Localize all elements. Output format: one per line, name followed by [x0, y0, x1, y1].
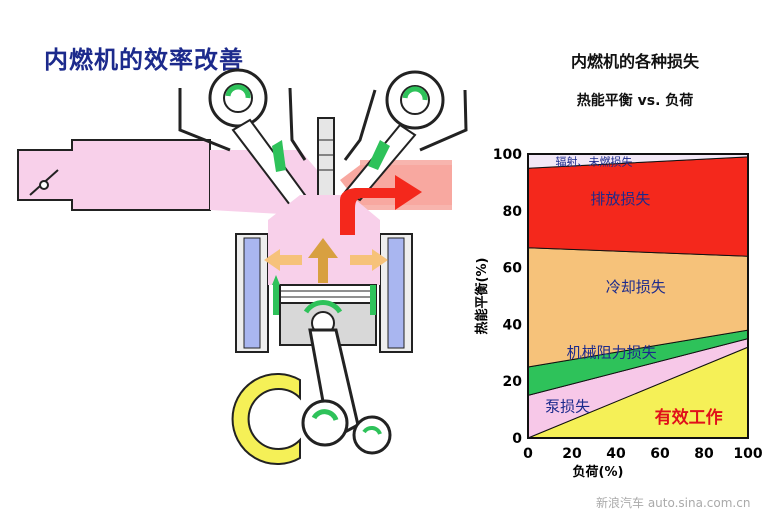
axis-ticks: 0 20 40 60 80 100 0 20 40 60 80 100	[493, 147, 763, 462]
x-tick-1: 20	[562, 446, 582, 462]
crankshaft	[231, 373, 392, 465]
exhaust-valve	[343, 123, 417, 202]
chart-title: 内燃机的各种损失	[570, 52, 699, 71]
y-tick-3: 60	[503, 261, 523, 277]
y-tick-0: 0	[512, 431, 522, 447]
exhaust-flow-arrow	[340, 175, 422, 235]
cylinder-head	[178, 87, 468, 161]
combustion-arrows	[264, 238, 388, 283]
x-tick-5: 100	[733, 446, 762, 462]
plot-frame	[527, 153, 749, 439]
band-label-2: 冷却损失	[606, 278, 666, 296]
band-label-4: 泵损失	[545, 397, 590, 415]
camshaft-intake	[208, 68, 268, 128]
x-tick-3: 60	[650, 446, 670, 462]
x-tick-4: 80	[694, 446, 714, 462]
y-tick-5: 100	[493, 147, 522, 163]
watermark: 新浪汽车 auto.sina.com.cn	[596, 496, 751, 510]
band-label-3: 机械阻力损失	[567, 343, 657, 361]
band-label-1: 排放损失	[590, 190, 650, 208]
y-tick-2: 40	[503, 317, 523, 333]
x-tick-2: 40	[606, 446, 626, 462]
x-tick-0: 0	[523, 446, 533, 462]
band-label-5: 有效工作	[655, 407, 723, 428]
page-title: 内燃机的效率改善	[44, 46, 244, 74]
y-axis-label: 热能平衡(%)	[474, 258, 490, 335]
engine-diagram	[17, 68, 468, 465]
y-tick-1: 20	[503, 374, 523, 390]
chart-subtitle: 热能平衡 vs. 负荷	[576, 93, 694, 109]
x-axis-label: 负荷(%)	[573, 464, 624, 480]
camshaft-exhaust	[385, 70, 445, 130]
band-label-0: 辐射、未燃损失	[556, 155, 633, 169]
area-bands	[527, 153, 749, 439]
y-tick-4: 80	[503, 204, 523, 220]
intake-manifold	[17, 139, 330, 215]
